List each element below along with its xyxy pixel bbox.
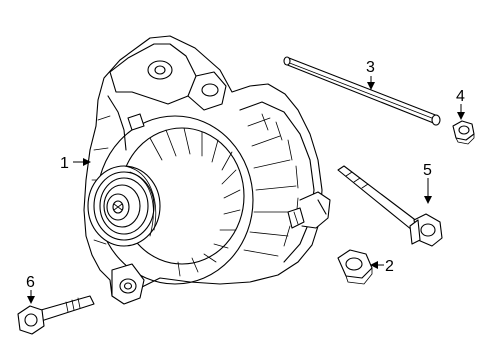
bolt-5 [337, 165, 443, 247]
callout-4: 4 [456, 88, 465, 105]
nut-2 [337, 249, 373, 285]
alternator [83, 35, 331, 305]
callout-1: 1 [60, 155, 69, 172]
nut-4 [452, 120, 475, 145]
callout-5: 5 [423, 162, 432, 179]
callout-3: 3 [366, 59, 375, 76]
callout-2: 2 [385, 258, 394, 275]
long-stud [283, 56, 441, 126]
bolt-6 [17, 295, 95, 335]
callout-6: 6 [26, 274, 35, 291]
leader-lines [27, 76, 465, 304]
